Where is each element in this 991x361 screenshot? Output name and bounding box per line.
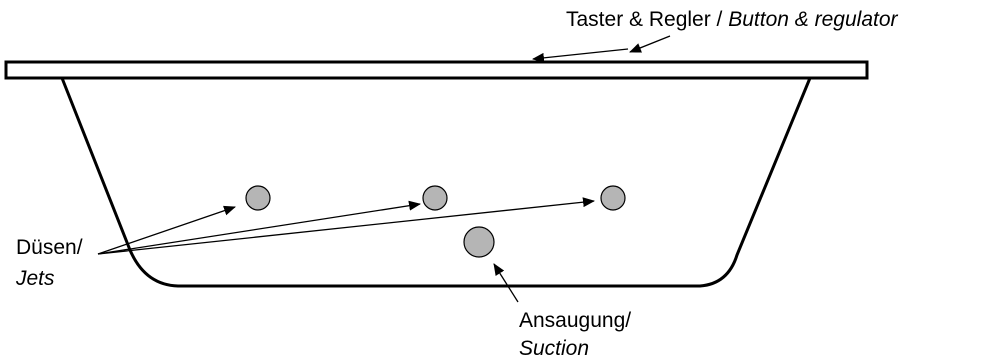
arrow-controls-1 xyxy=(532,48,629,63)
label-controls-de: Taster & Regler / xyxy=(566,8,728,31)
suction-outlet xyxy=(463,226,495,258)
jet-right xyxy=(600,185,626,211)
tub-body xyxy=(60,77,812,288)
arrow-controls-2 xyxy=(629,35,671,53)
tub-rim xyxy=(4,60,869,80)
label-jets-en: Jets xyxy=(15,267,55,290)
arrow-jet-middle xyxy=(97,200,421,255)
arrow-suction xyxy=(493,263,519,303)
jet-middle xyxy=(422,185,448,211)
jet-left xyxy=(245,185,271,211)
arrow-jet-right xyxy=(97,197,595,255)
label-suction-en: Suction xyxy=(519,337,589,360)
label-suction-de: Ansaugung/ xyxy=(519,309,631,332)
label-jets-de: Düsen/ xyxy=(16,236,83,259)
label-controls-en: Button & regulator xyxy=(728,8,898,31)
arrow-jet-left xyxy=(97,205,236,255)
label-controls: Taster & Regler / Button & regulator xyxy=(566,8,899,31)
